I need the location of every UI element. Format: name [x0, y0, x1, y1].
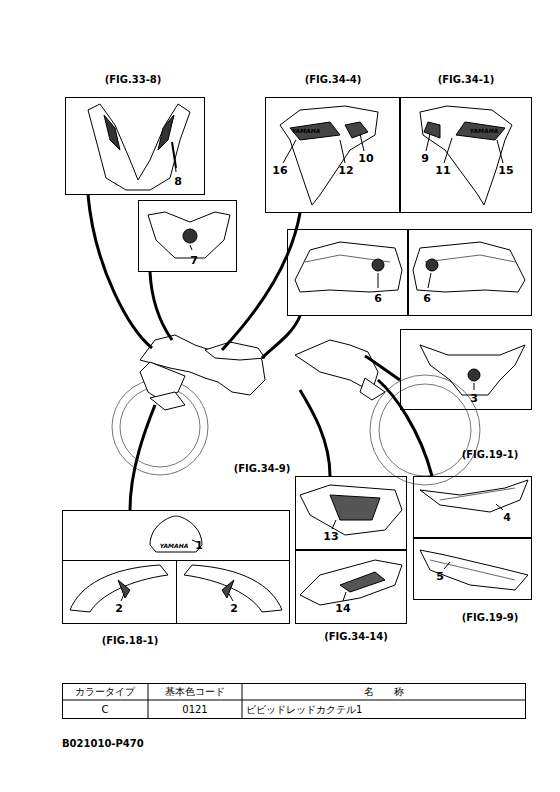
inset-box: 2	[176, 560, 290, 624]
figure-reference: (FIG.34-4)	[305, 75, 362, 85]
inset-box: (FIG.18-1)122	[62, 510, 290, 624]
table-cell: 基本色コード	[165, 687, 225, 697]
brand-logo: YAMAHA	[470, 128, 499, 134]
figure-reference: (FIG.34-1)	[438, 75, 495, 85]
callout-number: 15	[498, 165, 513, 176]
table-cell: ビビッドレッドカクテル1	[246, 705, 362, 715]
inset-box: 14(FIG.34-14)	[295, 550, 407, 624]
brand-logo: YAMAHA	[160, 543, 189, 549]
table-rule	[62, 683, 526, 719]
callout-number: 2	[230, 603, 238, 614]
callout-number: 16	[272, 165, 287, 176]
table-cell: 0121	[182, 705, 207, 715]
callout-number: 3	[470, 393, 478, 404]
inset-box: (FIG.34-9)13	[295, 476, 407, 550]
callout-number: 6	[374, 293, 382, 304]
inset-box: 6	[408, 229, 532, 316]
inset-box: 6	[287, 229, 408, 316]
figure-reference: (FIG.33-8)	[105, 75, 162, 85]
inset-box: 1	[62, 510, 290, 560]
inset-box: 5(FIG.19-9)	[413, 538, 532, 600]
inset-box: 7	[138, 200, 237, 272]
drawing-code: B021010-P470	[62, 739, 144, 749]
callout-number: 9	[421, 153, 429, 164]
tail-cover	[420, 345, 525, 395]
side-cover	[420, 480, 528, 590]
table-cell: C	[102, 705, 109, 715]
brand-logo: YAMAHA	[292, 128, 321, 134]
tank-cover	[295, 242, 525, 292]
cowl-panel	[148, 212, 230, 258]
callout-number: 7	[190, 255, 198, 266]
callout-number: 6	[423, 293, 431, 304]
callout-number: 4	[503, 512, 511, 523]
connecting-curve	[88, 195, 432, 510]
callout-number: 10	[358, 153, 373, 164]
side-cowl-right	[420, 106, 512, 205]
inset-box: (FIG.33-8)8	[65, 97, 205, 195]
figure-reference: (FIG.19-9)	[462, 613, 519, 623]
callout-number: 14	[335, 603, 350, 614]
side-cowl-left	[280, 106, 378, 205]
table-cell: 名 称	[364, 687, 404, 697]
callout-number: 13	[323, 531, 338, 542]
front-cowl	[88, 104, 190, 190]
callout-number: 8	[174, 176, 182, 187]
callout-number: 2	[115, 603, 123, 614]
callout-number: 1	[195, 540, 203, 551]
motorcycle-bodywork	[140, 335, 385, 410]
inset-box: (FIG.34-4)161210	[265, 97, 400, 213]
table-cell: カラータイプ	[75, 687, 135, 697]
figure-reference: (FIG.34-9)	[234, 464, 291, 474]
figure-reference: (FIG.34-14)	[324, 632, 388, 642]
inset-box: 2	[62, 560, 176, 624]
figure-reference: (FIG.18-1)	[102, 636, 159, 646]
inner-panel	[300, 485, 402, 605]
callout-number: 11	[435, 165, 450, 176]
callout-number: 12	[338, 165, 353, 176]
inset-box: (FIG.34-1)91115	[400, 97, 532, 213]
inset-box: (FIG.19-1)4	[413, 476, 532, 538]
figure-reference: (FIG.19-1)	[462, 450, 519, 460]
inset-box: 3	[400, 329, 532, 410]
callout-number: 5	[436, 571, 444, 582]
